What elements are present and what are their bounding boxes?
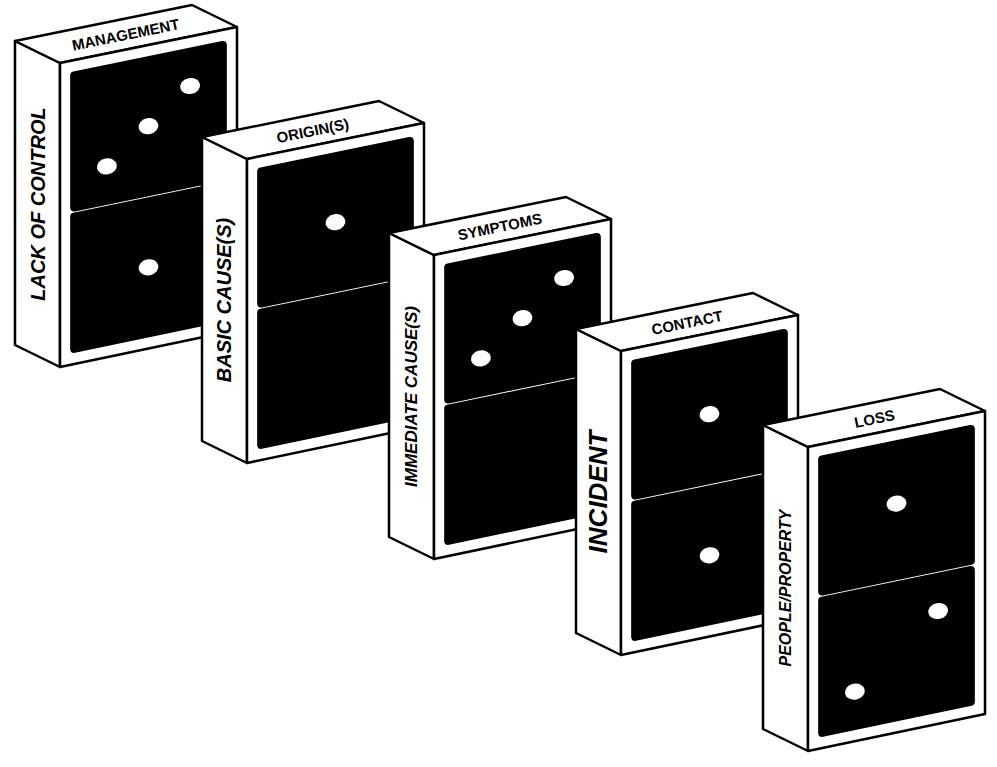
domino-side-face xyxy=(15,41,60,367)
domino-half-panel xyxy=(448,378,597,541)
domino-half-panel xyxy=(261,141,410,303)
domino-side-label: PEOPLE/PROPERTY xyxy=(778,509,794,666)
domino-side-label: IMMEDIATE CAUSE(S) xyxy=(403,305,420,486)
domino-half-panel xyxy=(635,474,784,637)
domino-half-panel xyxy=(74,45,223,207)
domino-pip xyxy=(324,212,347,232)
domino-pip xyxy=(511,308,534,328)
domino-side-face xyxy=(576,329,621,655)
domino-side-label: LACK OF CONTROL xyxy=(28,107,48,300)
domino-pip xyxy=(698,404,721,424)
domino-half-panel xyxy=(261,282,410,445)
domino-pip xyxy=(137,116,160,136)
domino-half-panel xyxy=(822,570,971,733)
domino-side-face xyxy=(389,233,434,559)
domino-half-panel xyxy=(448,237,597,399)
domino-side-label: INCIDENT xyxy=(586,431,612,554)
domino-side-face xyxy=(763,425,808,751)
domino-half-panel xyxy=(74,186,223,349)
domino-pip xyxy=(843,682,866,702)
domino-half-panel xyxy=(822,429,971,591)
domino-pip xyxy=(698,545,721,565)
domino-front-face xyxy=(808,411,985,751)
domino-tile: LOSSPEOPLE/PROPERTY xyxy=(753,389,993,759)
domino-side-label: BASIC CAUSE(S) xyxy=(215,218,235,382)
domino-pip xyxy=(179,76,202,96)
domino-pip xyxy=(137,257,160,277)
domino-pip xyxy=(553,268,576,288)
domino-pip xyxy=(469,349,492,369)
domino-pip xyxy=(927,601,950,621)
domino-side-face xyxy=(202,137,247,463)
domino-half-panel xyxy=(635,333,784,495)
domino-pip xyxy=(95,157,118,177)
domino-pip xyxy=(885,494,908,514)
